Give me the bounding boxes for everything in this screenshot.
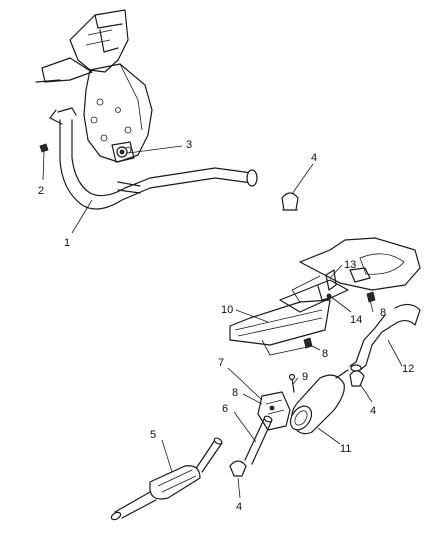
callout-3: 3 xyxy=(186,139,192,151)
bolt-icon xyxy=(288,373,296,393)
leader-lines xyxy=(42,145,403,499)
engine-block-illustration xyxy=(35,9,153,163)
callout-4: 4 xyxy=(370,405,376,417)
callout-8: 8 xyxy=(322,348,328,360)
clamp-icon xyxy=(349,370,365,387)
callout-8: 8 xyxy=(232,387,238,399)
hanger-bracket xyxy=(317,269,337,301)
clamp-icon xyxy=(281,192,299,211)
callout-12: 12 xyxy=(402,363,414,375)
bracket-illustration xyxy=(257,391,291,431)
callout-2: 2 xyxy=(38,185,44,197)
intermediate-pipe xyxy=(244,415,273,465)
catalytic-converter xyxy=(110,437,223,521)
callout-labels: 1 2 3 4 4 4 5 6 7 8 8 8 9 10 11 12 13 14 xyxy=(38,139,414,513)
callout-7: 7 xyxy=(218,357,224,369)
callout-9: 9 xyxy=(302,371,308,383)
clamp-icon xyxy=(229,460,247,477)
vehicle-underbody-illustration xyxy=(229,237,421,356)
callout-14: 14 xyxy=(350,314,362,326)
callout-13: 13 xyxy=(344,259,356,271)
callout-1: 1 xyxy=(64,237,70,249)
callout-4: 4 xyxy=(236,501,242,513)
tailpipe xyxy=(349,303,421,372)
muffler xyxy=(289,369,349,435)
callout-8: 8 xyxy=(380,307,386,319)
clip-icon xyxy=(303,291,376,349)
callout-6: 6 xyxy=(222,403,228,415)
callout-10: 10 xyxy=(221,304,233,316)
callout-11: 11 xyxy=(340,443,351,455)
callout-4: 4 xyxy=(311,152,317,164)
front-exhaust-pipe xyxy=(49,107,258,210)
fastener-icon xyxy=(39,143,49,153)
callout-5: 5 xyxy=(150,429,156,441)
